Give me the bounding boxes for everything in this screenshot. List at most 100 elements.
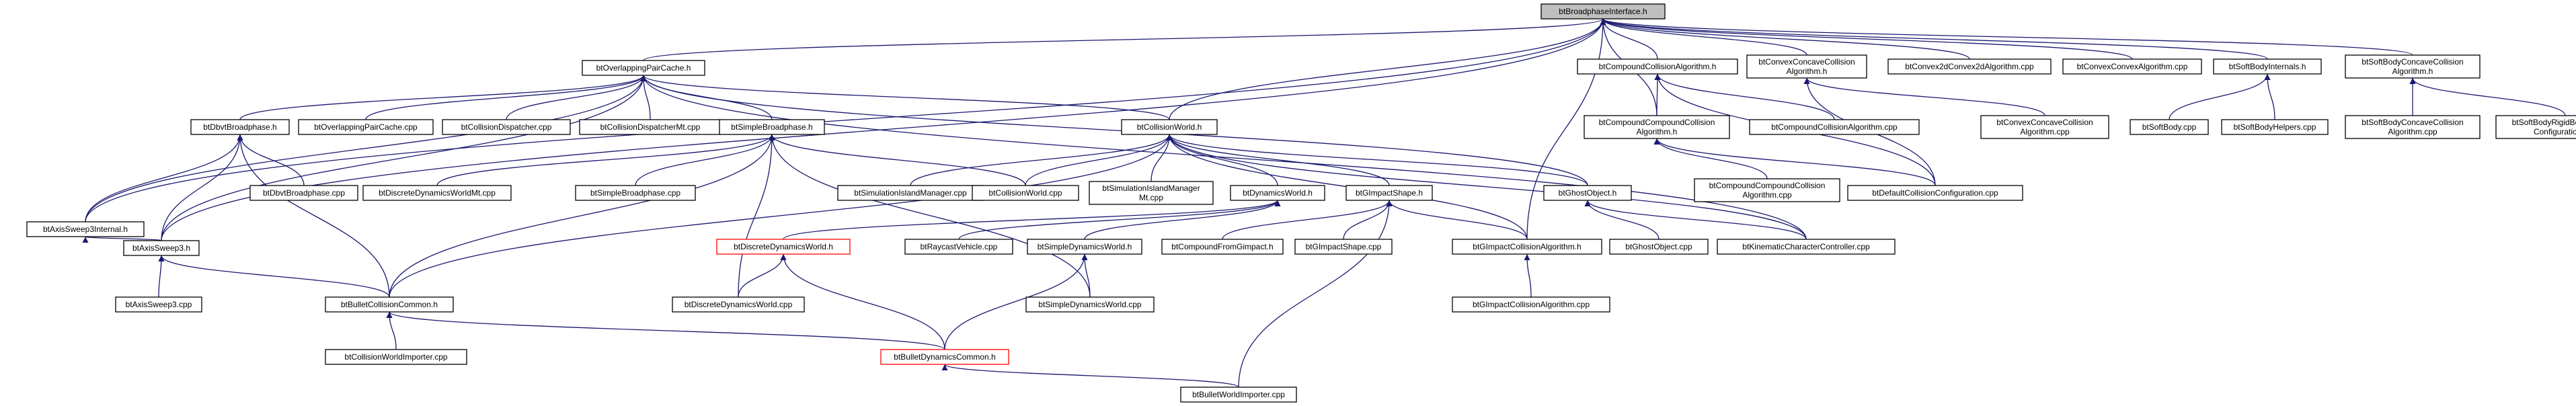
edge-ccah-cca2 [1654, 73, 1835, 120]
node-box [2062, 58, 2202, 75]
node-go-cpp[interactable]: btGhostObject.cpp [1609, 239, 1709, 255]
node-box [1452, 296, 1610, 313]
edge-ovpc-cwh [640, 75, 1170, 120]
node-rv[interactable]: btRaycastVehicle.cpp [904, 239, 1013, 255]
node-label: btSoftBodyInternals.h [2229, 62, 2306, 71]
node-ddw-cpp[interactable]: btDiscreteDynamicsWorld.cpp [672, 296, 805, 313]
node-box [1452, 239, 1602, 255]
node-sbi[interactable]: btSoftBodyInternals.h [2213, 58, 2322, 75]
node-label: btSoftBodyHelpers.cpp [2234, 122, 2316, 132]
node-gis-cpp[interactable]: btGImpactShape.cpp [1294, 239, 1393, 255]
node-box [1294, 239, 1393, 255]
node-box [190, 119, 290, 135]
node-sb-cpp[interactable]: btSoftBody.cpp [2130, 119, 2209, 135]
node-bdch[interactable]: btBulletDynamicsCommon.h [880, 349, 1009, 365]
node-sb2-cpp[interactable]: btSimpleBroadphase.cpp [575, 185, 696, 201]
node-label: btConvex2dConvex2dAlgorithm.cpp [1905, 62, 2034, 71]
node-gica[interactable]: btGImpactCollisionAlgorithm.h [1452, 239, 1602, 255]
edge-ovpc-goh [640, 75, 1588, 186]
node-label: btCompoundCompoundCollision [1599, 118, 1715, 127]
node-as3h[interactable]: btAxisSweep3.h [123, 240, 200, 256]
node-box [115, 296, 202, 313]
node-label: btCollisionWorldImporter.cpp [344, 352, 448, 362]
node-box [1887, 58, 2052, 75]
node-box [325, 296, 454, 313]
node-label: btSoftBodyConcaveCollision [2362, 57, 2463, 67]
node-label: btCompoundCollisionAlgorithm.cpp [1771, 122, 1898, 132]
node-sim-cpp[interactable]: btSimulationIslandManager.cpp [837, 185, 984, 201]
node-box [2495, 115, 2576, 139]
node-box [1230, 185, 1325, 201]
edge-cwh-bcch [389, 134, 1173, 298]
edge-root-cca-cpp [1600, 18, 2133, 60]
edge-root-sbcca [1600, 18, 2413, 56]
node-asi[interactable]: btAxisSweep3Internal.h [26, 221, 145, 237]
node-box [1694, 178, 1840, 202]
node-cca2[interactable]: btCompoundCollisionAlgorithm.cpp [1749, 119, 1920, 135]
node-box [880, 349, 1009, 365]
node-cwi[interactable]: btCollisionWorldImporter.cpp [325, 349, 467, 365]
node-label: Algorithm.cpp [1742, 190, 1792, 200]
node-opc-cpp[interactable]: btOverlappingPairCache.cpp [298, 119, 434, 135]
node-label: btDiscreteDynamicsWorldMt.cpp [379, 188, 496, 198]
node-box [972, 185, 1079, 201]
node-gish[interactable]: btGImpactShape.h [1345, 185, 1433, 201]
edge-dwh-rv [958, 200, 1281, 240]
node-cdmt[interactable]: btCollisionDispatcherMt.cpp [579, 119, 721, 135]
node-box [716, 239, 851, 255]
node-gica-cpp[interactable]: btGImpactCollisionAlgorithm.cpp [1452, 296, 1610, 313]
node-label: btSimpleDynamicsWorld.cpp [1038, 300, 1141, 309]
node-c2d[interactable]: btConvex2dConvex2dAlgorithm.cpp [1887, 58, 2052, 75]
node-sbh-cpp[interactable]: btSoftBodyHelpers.cpp [2221, 119, 2329, 135]
node-bwi[interactable]: btBulletWorldImporter.cpp [1180, 387, 1297, 403]
node-ovpc[interactable]: btOverlappingPairCache.h [582, 60, 705, 76]
edge-ovpc-cdmt [640, 75, 651, 120]
node-box [249, 185, 358, 201]
node-root[interactable]: btBroadphaseInterface.h [1540, 3, 1666, 19]
node-sbrb[interactable]: btSoftBodyRigidBodyCollisionConfiguratio… [2495, 115, 2576, 139]
node-cfg[interactable]: btCompoundFromGimpact.h [1161, 239, 1284, 255]
node-cca-cpp[interactable]: btConvexConvexAlgorithm.cpp [2062, 58, 2202, 75]
node-goh[interactable]: btGhostObject.h [1543, 185, 1632, 201]
node-dbvt-cpp[interactable]: btDbvtBroadphase.cpp [249, 185, 358, 201]
node-box [672, 296, 805, 313]
node-sdw-cpp[interactable]: btSimpleDynamicsWorld.cpp [1025, 296, 1155, 313]
node-ccah[interactable]: btCompoundCollisionAlgorithm.h [1577, 58, 1738, 75]
node-ddwmt[interactable]: btDiscreteDynamicsWorldMt.cpp [362, 185, 512, 201]
node-kcc[interactable]: btKinematicCharacterController.cpp [1717, 239, 1896, 255]
node-cw-cpp[interactable]: btCollisionWorld.cpp [972, 185, 1079, 201]
node-box [325, 349, 467, 365]
node-cd-cpp[interactable]: btCollisionDispatcher.cpp [442, 119, 571, 135]
node-ddwh[interactable]: btDiscreteDynamicsWorld.h [716, 239, 851, 255]
node-label: btConvexConcaveCollision [1758, 57, 1855, 67]
node-box [1543, 185, 1632, 201]
node-as3-cpp[interactable]: btAxisSweep3.cpp [115, 296, 202, 313]
edge-ovpc-cd-cpp [506, 75, 647, 120]
edge-root-ccxca [1600, 18, 1807, 56]
node-box [1161, 239, 1284, 255]
node-sdwh[interactable]: btSimpleDynamicsWorld.h [1027, 239, 1142, 255]
node-box [1089, 181, 1214, 205]
node-dwh[interactable]: btDynamicsWorld.h [1230, 185, 1325, 201]
edge-cwh-goh [1166, 134, 1588, 186]
node-label: btAxisSweep3.h [132, 243, 190, 253]
edge-root-c2d [1600, 18, 1970, 60]
edge-gish-cfg [1222, 200, 1393, 240]
node-dbvtbh[interactable]: btDbvtBroadphase.h [190, 119, 290, 135]
edge-root-cwh [1169, 18, 1606, 120]
node-sbh[interactable]: btSimpleBroadphase.h [719, 119, 825, 135]
node-box [1749, 119, 1920, 135]
edge-ovpc-asi [85, 75, 647, 222]
node-cwh[interactable]: btCollisionWorld.h [1121, 119, 1218, 135]
node-dcc[interactable]: btDefaultCollisionConfiguration.cpp [1847, 185, 2023, 201]
node-bcch[interactable]: btBulletCollisionCommon.h [325, 296, 454, 313]
node-label: btSimulationIslandManager [1102, 184, 1200, 193]
edge-root-ovpc [643, 18, 1606, 61]
